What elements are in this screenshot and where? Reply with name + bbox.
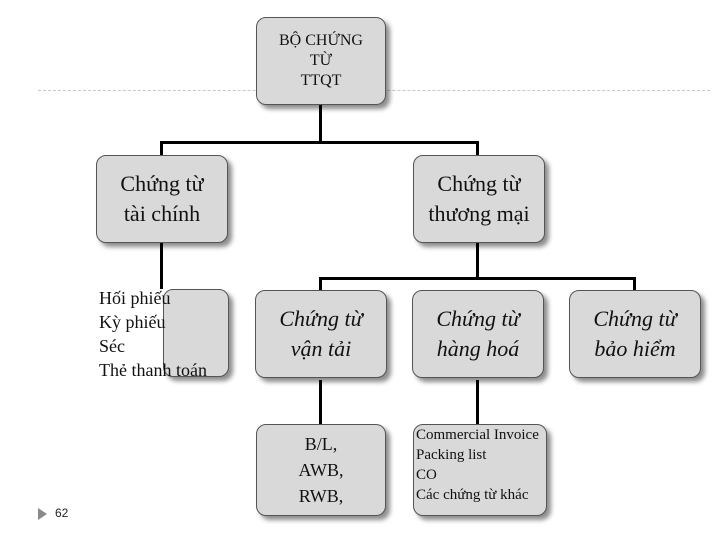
list-item: Séc: [99, 336, 125, 356]
list-item: Packing list: [416, 447, 487, 463]
list-item: CO: [416, 467, 437, 483]
financial-items-list: Hối phiếu Kỳ phiếu Séc Thẻ thanh toán: [99, 286, 207, 382]
goods-line2: hàng hoá: [436, 336, 520, 361]
connector-insurance-up: [633, 277, 636, 290]
list-item: RWB,: [298, 486, 344, 506]
transport-line2: vận tải: [290, 336, 352, 361]
financial-items-box: [163, 289, 229, 377]
commercial-docs-node: Chứng từ thương mại: [413, 155, 545, 243]
list-item: Hối phiếu: [99, 288, 171, 308]
connector-root-down: [319, 105, 322, 143]
root-line3: TTQT: [300, 72, 342, 89]
root-node: BỘ CHỨNG TỪ TTQT: [256, 17, 386, 105]
goods-line1: Chứng từ: [436, 306, 520, 331]
financial-line2: tài chính: [123, 201, 201, 226]
connector-transport-down: [319, 380, 322, 424]
list-item: Thẻ thanh toán: [99, 360, 207, 380]
financial-line1: Chứng từ: [120, 171, 204, 196]
connector-commercial-down: [476, 243, 479, 279]
list-item: AWB,: [298, 460, 344, 480]
insurance-docs-node: Chứng từ bảo hiểm: [569, 290, 701, 378]
insurance-line2: bảo hiểm: [594, 336, 676, 361]
list-item: Các chứng từ khác: [416, 487, 529, 503]
transport-docs-list-node: B/L, AWB, RWB,: [256, 424, 386, 516]
page-number: 62: [55, 506, 69, 520]
goods-docs-node: Chứng từ hàng hoá: [412, 290, 544, 378]
slide-arrow-icon: [38, 508, 47, 520]
commercial-line1: Chứng từ: [437, 171, 521, 196]
transport-docs-node: Chứng từ vận tải: [255, 290, 387, 378]
connector-transport-up: [319, 277, 322, 290]
connector-financial-up: [160, 141, 163, 155]
insurance-line1: Chứng từ: [593, 306, 677, 331]
root-line2: TỪ: [309, 52, 333, 69]
goods-docs-list-node: Commercial Invoice Packing list CO Các c…: [413, 424, 547, 516]
commercial-line2: thương mại: [428, 201, 530, 226]
list-item: B/L,: [304, 434, 338, 454]
connector-financial-down: [160, 243, 163, 289]
list-item: Commercial Invoice: [416, 427, 539, 443]
financial-docs-node: Chứng từ tài chính: [96, 155, 228, 243]
list-item: Kỳ phiếu: [99, 312, 166, 332]
connector-level1-bar: [160, 141, 478, 144]
connector-commercial-up: [476, 141, 479, 155]
connector-level2-bar: [319, 277, 635, 280]
transport-line1: Chứng từ: [279, 306, 363, 331]
root-line1: BỘ CHỨNG: [279, 32, 363, 49]
connector-goods-down: [476, 380, 479, 424]
